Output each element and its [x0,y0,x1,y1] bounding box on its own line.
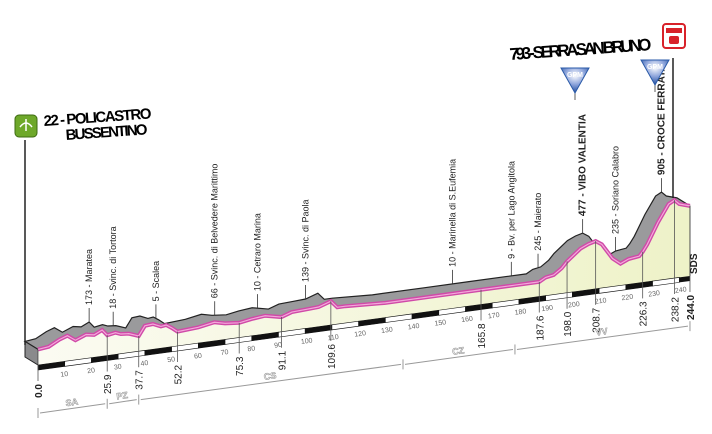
km-tick-label: 90 [274,342,283,350]
gpm-markers: GPM GPM [560,59,670,100]
place-label: 10 - Cetraro Marina [252,213,262,291]
place-label: 139 - Svinc. di Paola [301,199,311,282]
province-line [39,403,106,414]
province-code: CZ [452,345,466,357]
km-marker-label: 165.8 [477,323,488,348]
km-tick-label: 110 [327,334,339,342]
place-label: 66 - Svinc. di Belvedere Marittimo [210,164,220,299]
place-label: 9 - Bv. per Lago Angitola [506,161,516,259]
km-tick-label: 120 [354,330,367,339]
km-marker-label: 91.1 [277,350,288,370]
place-label: 905 - CROCE FERRATA [656,64,667,175]
place-label: 245 - Maierato [533,193,543,251]
place-label: 235 - Soriano Calabro [611,146,621,234]
km-marker-label: 75.3 [235,356,246,376]
place-label: 18 - Svinc. di Tortora [108,226,118,308]
gpm-label: GPM [647,64,663,71]
km-tick-label: 200 [568,301,581,310]
km-tick-label: 100 [301,337,314,346]
place-label: 477 - VIBO VALENTIA [578,114,589,216]
place-label: 173 - Maratea [84,249,94,305]
km-marker-label: 0.0 [34,384,45,398]
km-tick-label: 240 [675,286,688,295]
province-code: VV [595,326,608,338]
km-marker-label: 198.0 [563,311,574,336]
province-line [516,325,689,350]
km-tick-label: 20 [87,367,96,375]
start-name-line2: BUSSENTINO [65,121,148,144]
km-tick-label: 40 [140,360,149,368]
province-line [404,348,514,365]
km-tick-label: 230 [648,290,661,299]
km-tick-label: 60 [194,353,203,361]
km-tick-label: 70 [220,349,229,357]
km-tick-label: 190 [541,305,554,314]
gpm-triangle-icon [640,59,670,87]
km-marker-label: 187.6 [535,315,546,340]
province-line [109,399,137,405]
km-marker-label: 208.7 [592,307,603,332]
ruler-segment [679,275,690,283]
province-line [140,363,402,401]
profile-front-face [38,200,690,365]
sds-label: SDS [689,253,700,274]
km-tick-label: 150 [434,319,447,328]
province-bars: SA PZ CS CZ VV [37,321,691,418]
province-code: SA [65,397,79,409]
km-tick-label: 210 [594,297,607,306]
place-label: 10 - Marinella di S.Eufemia [448,159,458,267]
gpm-label: GPM [567,72,583,79]
km-tick-label: 180 [514,308,527,317]
km-tick-label: 130 [381,327,394,336]
place-label: 5 - Scalea [151,261,161,302]
km-marker-label: 25.9 [103,374,114,394]
km-tick-label: 80 [247,345,256,353]
km-marker-label: 109.6 [327,344,338,369]
start-logo-icon [14,114,38,138]
km-marker-label: 37.7 [135,370,146,390]
km-marker-label: 52.2 [173,365,184,385]
km-tick-label: 140 [407,323,420,332]
km-tick-label: 50 [167,356,176,364]
province-code: CS [263,370,277,382]
finish-logo-icon [662,23,686,49]
km-tick-label: 170 [488,312,501,321]
km-tick-label: 220 [621,294,634,303]
province-code: PZ [116,390,129,401]
profile-line-highlight [37,199,691,351]
gpm-triangle-icon [560,67,590,95]
km-marker-label: 226.3 [639,301,650,326]
km-tick-label: 10 [60,371,69,379]
km-marker-label: 238.2 [670,297,681,322]
place-labels: 173 - Maratea 18 - Svinc. di Tortora 5 - S… [84,64,667,326]
km-tick-label: 30 [114,364,123,372]
finish-name: 793 - SERRA SAN BRUNO [509,35,652,64]
km-tick-label: 160 [461,316,474,325]
km-marker-label: 244.0 [686,295,697,320]
